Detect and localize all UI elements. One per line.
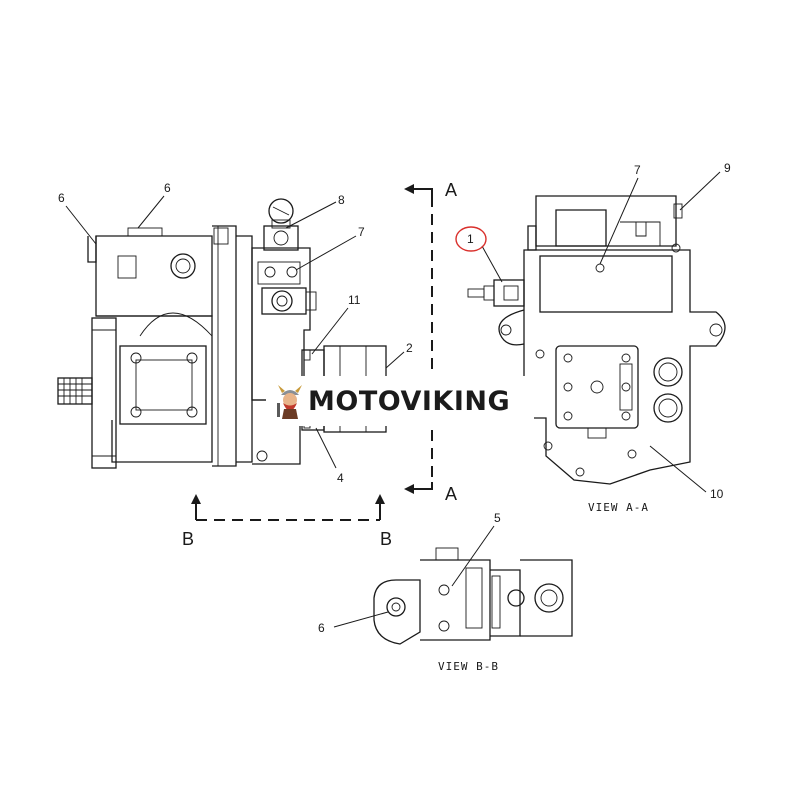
section-letter-b-left: B (182, 529, 194, 549)
section-line-a (404, 184, 433, 494)
section-line-b (191, 494, 385, 521)
brand-name: MOTOVIKING (308, 385, 511, 417)
callout-9: 9 (724, 161, 731, 175)
view-b-label: VIEW B-B (438, 660, 499, 673)
callout-6-left: 6 (58, 191, 65, 205)
highlight-circle-item-1 (455, 226, 487, 252)
callout-11: 11 (348, 293, 361, 307)
view-a-label: VIEW A-A (588, 501, 649, 514)
callout-4: 4 (337, 471, 344, 485)
callout-7-view-a: 7 (634, 163, 641, 177)
view-b-pump (333, 525, 573, 645)
callout-10: 10 (710, 487, 724, 501)
view-a-pump (467, 171, 726, 493)
callout-7-main: 7 (358, 225, 365, 239)
section-letter-b-right: B (380, 529, 392, 549)
callout-6-top: 6 (164, 181, 171, 195)
main-pump-view (57, 195, 405, 469)
callout-2: 2 (406, 341, 413, 355)
callout-1: 1 (467, 232, 474, 246)
callout-8: 8 (338, 193, 345, 207)
section-letter-a-top: A (445, 180, 457, 200)
callout-6-view-b: 6 (318, 621, 325, 635)
section-letter-a-bottom: A (445, 484, 457, 504)
viking-mascot-icon (277, 385, 302, 419)
brand-watermark: MOTOVIKING (266, 376, 534, 426)
callout-5: 5 (494, 511, 501, 525)
